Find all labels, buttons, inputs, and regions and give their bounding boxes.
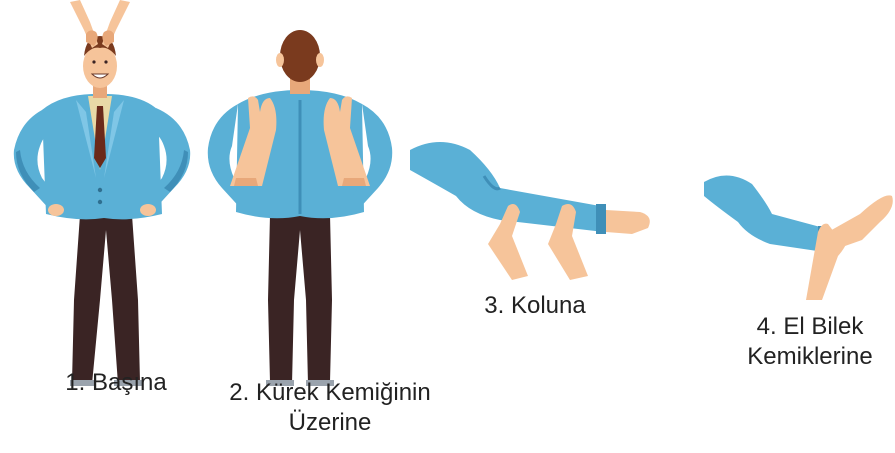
step-1-caption: 1. Başına [46, 368, 186, 398]
wrist-massage-icon [704, 175, 893, 300]
step-1-caption-line-1: 1. Başına [46, 368, 186, 398]
step-3-caption: 3. Koluna [460, 291, 610, 321]
arm-massage-icon [410, 142, 650, 280]
step-2-caption: 2. Kürek Kemiğinin Üzerine [200, 378, 460, 438]
step-2-caption-line-1: 2. Kürek Kemiğinin [200, 378, 460, 408]
step-3-caption-line-1: 3. Koluna [460, 291, 610, 321]
step-4-caption-line-2: Kemiklerine [725, 342, 895, 372]
head-massage-icon [14, 0, 190, 386]
step-4-caption: 4. El Bilek Kemiklerine [725, 312, 895, 372]
shoulder-blade-massage-icon [208, 30, 392, 386]
step-2-caption-line-2: Üzerine [200, 408, 460, 438]
step-4-caption-line-1: 4. El Bilek [725, 312, 895, 342]
